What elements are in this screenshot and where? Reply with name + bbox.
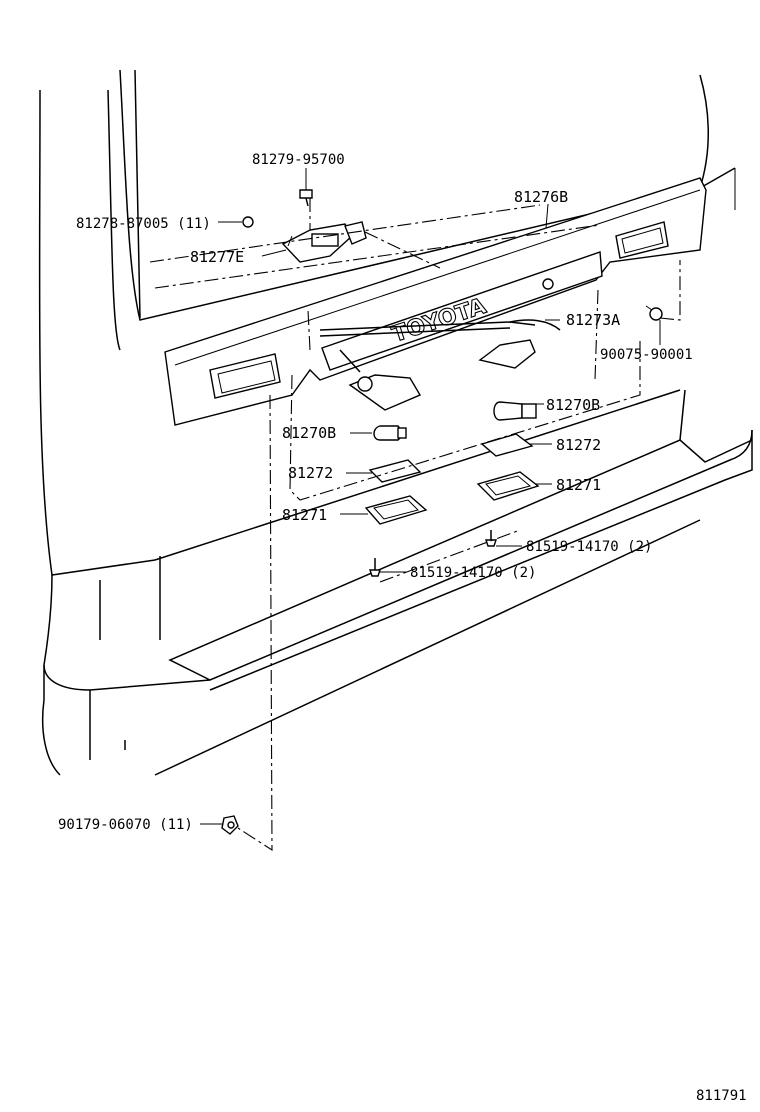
bulb-left [373,425,407,441]
label-81271-right: 81271 [556,476,601,494]
label-81277E: 81277E [190,248,244,266]
label-81270B-left: 81270B [282,424,336,442]
lens-right [476,471,540,501]
label-81271-left: 81271 [282,506,327,524]
assembly-lines [149,198,681,852]
label-81519-right: 81519-14170 (2) [526,539,652,555]
leader-lines [200,168,661,825]
lamp-wire-assembly [319,319,561,411]
label-81519-left: 81519-14170 (2) [410,565,536,581]
screw-81519-right [485,530,497,547]
label-81270B-right: 81270B [546,396,600,414]
label-81279-95700: 81279-95700 [252,152,345,168]
bracket-81277E [281,221,367,263]
screw-81279-95700 [299,189,313,207]
bulb-right [493,401,537,421]
figure-code: 811791 [696,1088,747,1104]
nut-90075-90001 [645,305,663,321]
label-81273A: 81273A [566,311,620,329]
label-81276B: 81276B [514,188,568,206]
label-81272-right: 81272 [556,436,601,454]
gasket-right [480,433,534,457]
vehicle-body-outline [38,69,753,776]
screw-81519-left [369,558,381,577]
label-81272-left: 81272 [288,464,333,482]
lens-left [364,495,428,525]
label-81278-87005: 81278-87005 (11) [76,216,211,232]
label-90179-06070: 90179-06070 (11) [58,817,193,833]
rear-garnish-panel: TOYOTA [164,177,707,426]
nut-90179-06070 [221,815,239,835]
label-90075-90001: 90075-90001 [600,347,693,363]
washer-81278-87005 [242,216,254,228]
